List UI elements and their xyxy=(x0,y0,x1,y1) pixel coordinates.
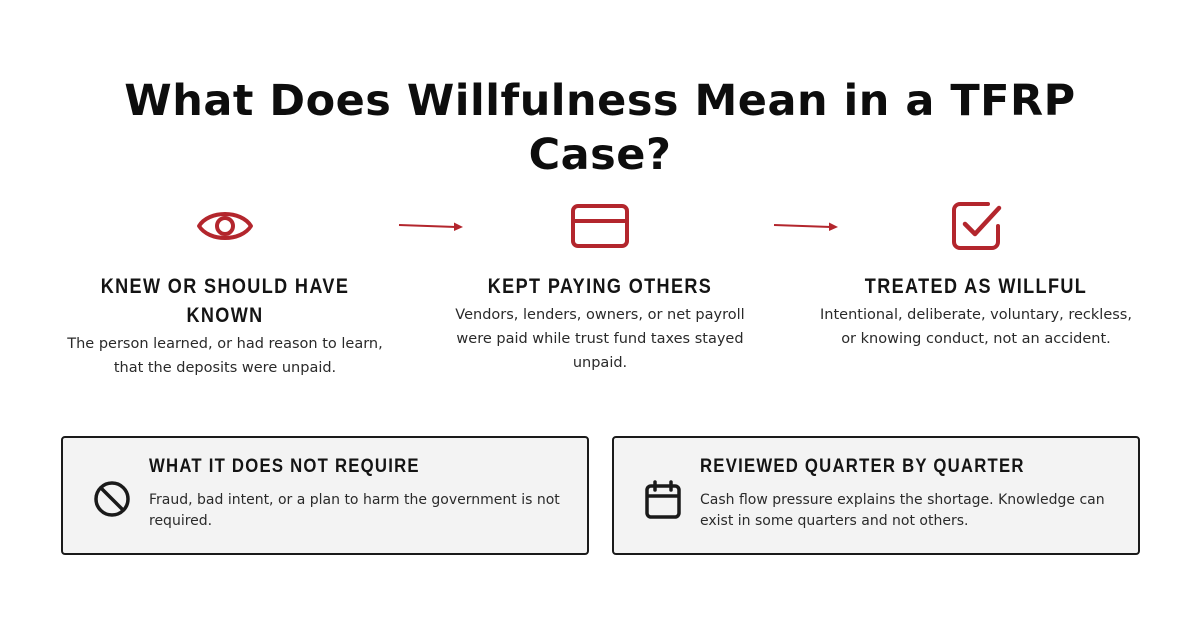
card-reviewed-quarter-by-quarter: REVIEWED QUARTER BY QUARTER Cash flow pr… xyxy=(612,436,1140,555)
page-title: What Does Willfulness Mean in a TFRP Cas… xyxy=(124,76,1076,180)
arrow-right-icon xyxy=(398,222,463,231)
card-does-not-require: WHAT IT DOES NOT REQUIRE Fraud, bad inte… xyxy=(61,436,589,555)
step-knew-or-should-have-known: KNEW OR SHOULD HAVE KNOWN The person lea… xyxy=(55,198,395,380)
step-heading: KEPT PAYING OTHERS xyxy=(487,275,713,298)
step-kept-paying-others: KEPT PAYING OTHERS Vendors, lenders, own… xyxy=(430,198,770,375)
step-heading: TREATED AS WILLFUL xyxy=(864,275,1088,298)
card-description: Fraud, bad intent, or a plan to harm the… xyxy=(149,492,560,529)
step-description: The person learned, or had reason to lea… xyxy=(67,336,383,376)
credit-card-icon xyxy=(570,198,630,254)
step-heading: KNEW OR SHOULD HAVE KNOWN xyxy=(100,275,350,327)
arrow-right-icon xyxy=(773,222,838,231)
card-heading: WHAT IT DOES NOT REQUIRE xyxy=(149,456,420,477)
step-treated-as-willful: TREATED AS WILLFUL Intentional, delibera… xyxy=(806,198,1146,351)
card-heading: REVIEWED QUARTER BY QUARTER xyxy=(700,456,1025,477)
eye-icon xyxy=(195,198,255,254)
checkbox-icon xyxy=(946,198,1006,254)
prohibited-icon xyxy=(94,481,130,517)
step-description: Intentional, deliberate, voluntary, reck… xyxy=(820,307,1132,347)
step-description: Vendors, lenders, owners, or net payroll… xyxy=(455,307,745,371)
calendar-icon xyxy=(645,480,681,519)
card-description: Cash flow pressure explains the shortage… xyxy=(700,492,1105,529)
